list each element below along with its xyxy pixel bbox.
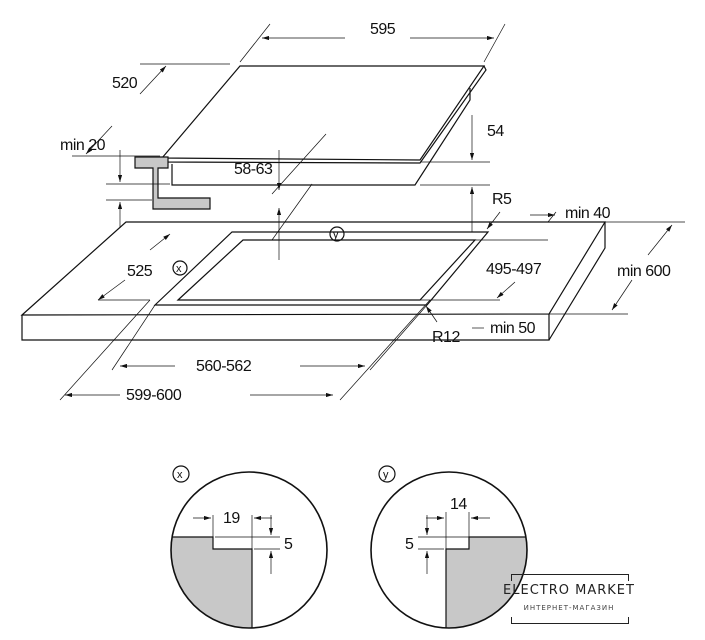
detail-marker-x-label: x [176,263,182,275]
watermark-title: ELECTRO MARKET [503,583,635,598]
cutout-depth-inner-label: 495-497 [486,261,542,278]
radius-back-label: R5 [492,191,512,208]
detail-x-height-label: 5 [284,536,293,553]
cutout-outer [153,231,490,306]
detail-marker-y [329,226,345,242]
worktop-drawing: y x R5 min 40 min 600 525 495-497 R12 mi… [20,191,685,404]
hob-height-label: 54 [487,123,504,140]
worktop-front [21,314,550,341]
min-clearance-label: min 20 [60,137,106,154]
cutout-inner [176,239,477,301]
min-back-label: min 40 [565,205,611,222]
hob-body [171,88,471,186]
watermark-subtitle: ИНТЕРНЕТ-МАГАЗИН [523,604,615,612]
detail-x-label: x [177,469,183,481]
min-depth-label: min 600 [617,263,671,280]
watermark-bracket-bottom [511,617,629,624]
cutout-width-inner-label: 560-562 [196,358,252,375]
detail-y-width-label: 14 [450,496,467,513]
hob-top-surface [160,65,486,161]
hob-depth-label: 520 [112,75,138,92]
cutout-width-outer-label: 599-600 [126,387,182,404]
hob-width-label: 595 [370,21,396,38]
detail-x-worktop [171,536,253,628]
hob-drawing: 595 520 54 min 20 58-63 [60,21,506,260]
detail-x-width-label: 19 [223,510,240,527]
worktop-profile [134,156,211,210]
cutout-depth-range-label: 58-63 [234,161,273,178]
detail-marker-y-label: y [333,229,339,241]
watermark-bracket-top [511,574,629,581]
worktop-side [548,222,606,341]
detail-x: x 19 5 [170,465,328,629]
cutout-depth-label: 525 [127,263,153,280]
electro-market-watermark: ELECTRO MARKET ИНТЕРНЕТ-МАГАЗИН [494,574,644,626]
min-front-label: min 50 [490,320,536,337]
radius-front-label: R12 [432,329,460,346]
detail-y-label: y [383,469,389,481]
detail-y-height-label: 5 [405,536,414,553]
detail-marker-x [172,260,188,276]
hob-glass-edge [161,65,487,164]
